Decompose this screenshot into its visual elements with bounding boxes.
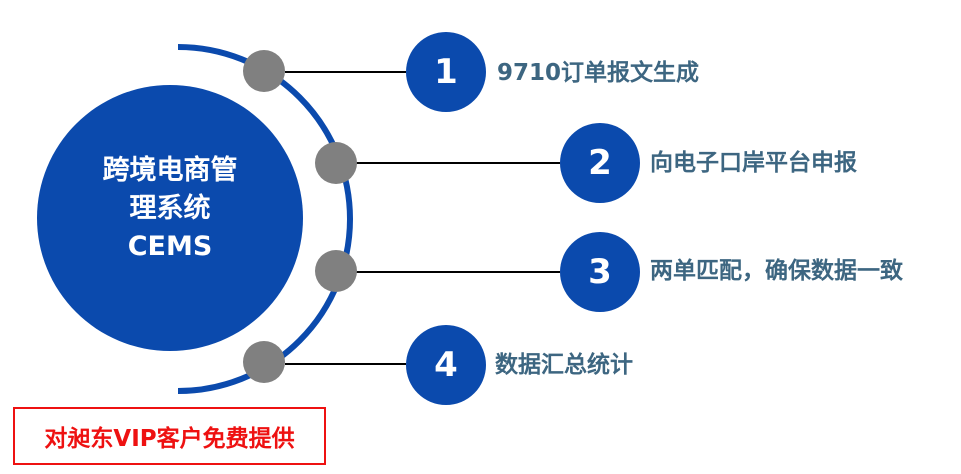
step-label-3: 两单匹配，确保数据一致 (650, 258, 903, 284)
vip-notice-box: 对昶东VIP客户免费提供 (13, 407, 326, 465)
center-circle (37, 85, 303, 351)
center-title-line-2: 理系统 (129, 193, 211, 224)
arc-node-4 (243, 341, 285, 383)
arc-node-3 (315, 250, 357, 292)
step-circle-4 (406, 325, 486, 405)
step-number-2: 2 (588, 143, 612, 183)
step-circle-2 (560, 123, 640, 203)
arc-node-2 (315, 142, 357, 184)
center-title-line-1: 跨境电商管 (102, 155, 238, 186)
step-circle-1 (406, 32, 486, 112)
center-title-line-3: CEMS (127, 231, 213, 262)
step-circle-3 (560, 232, 640, 312)
step-label-2: 向电子口岸平台申报 (650, 150, 857, 176)
step-number-4: 4 (434, 345, 458, 385)
center-title: 跨境电商管 理系统 CEMS (37, 152, 303, 266)
step-label-1: 9710订单报文生成 (497, 60, 700, 86)
step-number-3: 3 (588, 252, 612, 292)
step-label-4: 数据汇总统计 (495, 352, 633, 378)
arc-node-1 (243, 50, 285, 92)
step-number-1: 1 (434, 52, 458, 92)
vip-notice-text: 对昶东VIP客户免费提供 (44, 426, 295, 452)
